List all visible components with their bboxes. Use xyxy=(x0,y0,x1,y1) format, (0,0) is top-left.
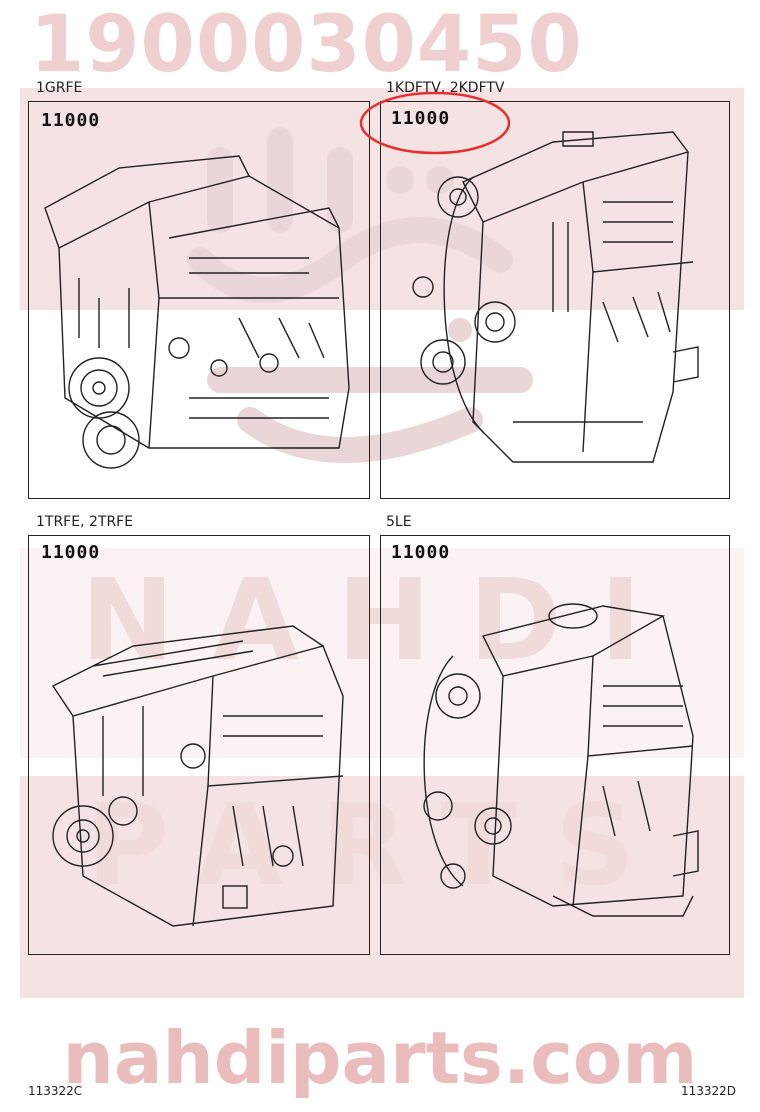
panel-2-model-label: 1KDFTV, 2KDFTV xyxy=(386,80,505,96)
watermark-band-middle xyxy=(20,548,744,758)
watermark-band-top xyxy=(20,88,744,310)
watermark-brand-word-1: NAHDI xyxy=(80,556,680,686)
watermark-footer-url: nahdiparts.com xyxy=(62,1016,698,1100)
panel-4-part-number[interactable]: 11000 xyxy=(391,542,451,563)
watermark-band-bottom xyxy=(20,776,744,998)
panel-1-part-number[interactable]: 11000 xyxy=(41,110,101,131)
figure-id-left: 113322C xyxy=(28,1084,83,1098)
watermark-logo-icon xyxy=(187,127,533,463)
watermark-brand-word-2: PARTS xyxy=(86,781,674,911)
panel-1GRFE[interactable]: 11000 xyxy=(28,101,370,499)
engine-illustration-icon xyxy=(423,603,699,917)
panel-1-model-label: 1GRFE xyxy=(36,80,83,96)
panel-1KDFTV-2KDFTV[interactable]: 11000 xyxy=(380,101,730,499)
engine-illustration-icon xyxy=(44,155,350,469)
panel-5LE[interactable]: 11000 xyxy=(380,535,730,955)
highlight-circle-icon xyxy=(359,91,511,155)
panel-3-model-label: 1TRFE, 2TRFE xyxy=(36,514,134,530)
panel-2-part-number[interactable]: 11000 xyxy=(391,108,451,129)
panel-3-part-number[interactable]: 11000 xyxy=(41,542,101,563)
figure-id-right: 113322D xyxy=(680,1084,736,1098)
watermark-part-number: 1900030450 xyxy=(30,0,583,90)
panel-4-model-label: 5LE xyxy=(386,514,412,530)
engine-illustration-icon xyxy=(51,625,344,927)
panel-1TRFE-2TRFE[interactable]: 11000 xyxy=(28,535,370,955)
engine-illustration-icon xyxy=(412,131,699,463)
